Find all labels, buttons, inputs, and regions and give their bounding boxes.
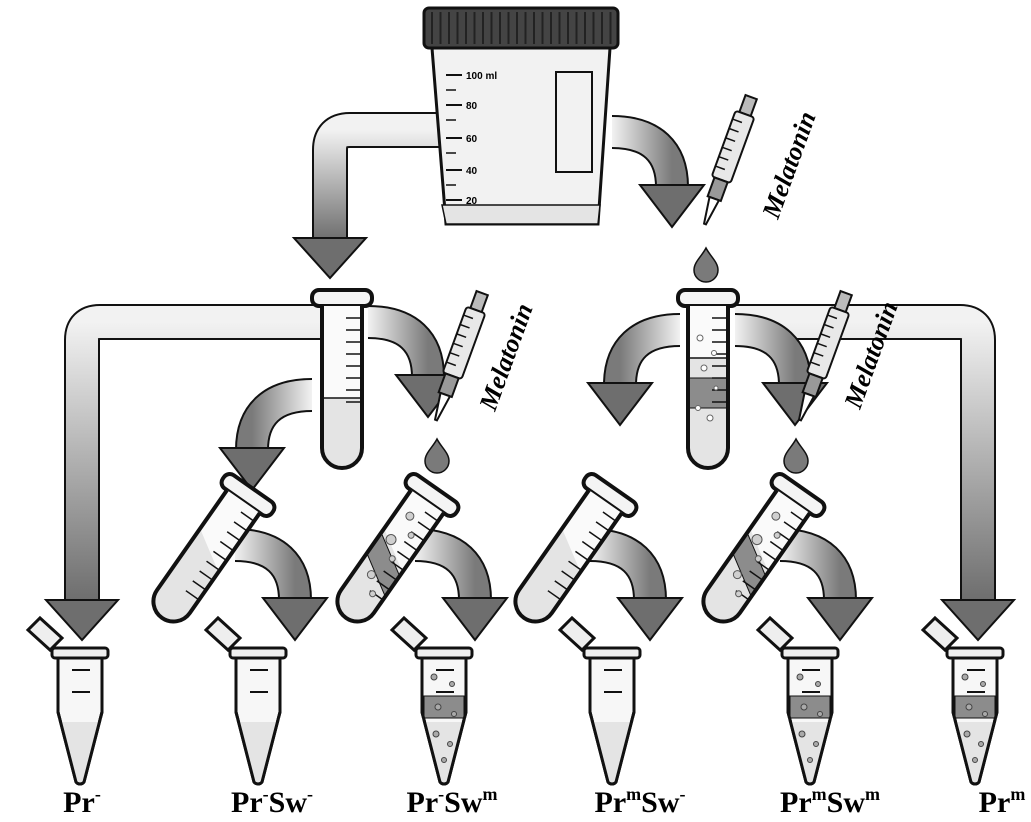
label-sup1: m (1010, 784, 1025, 804)
label-sup1: m (626, 784, 641, 804)
label-mid: Sw (641, 786, 680, 819)
label-sup2: m (865, 784, 880, 804)
eppendorf-pr-minus-sw-minus (203, 615, 288, 786)
arrow-to-control-tube (291, 112, 440, 280)
label-sup2: - (680, 784, 686, 804)
label-sup1: - (438, 784, 444, 804)
eppendorf-pr-m-sw-m (755, 615, 840, 786)
control-tube (310, 288, 374, 470)
tilted-tube-pr-minus-sw-minus (151, 471, 277, 624)
label-sup1: m (812, 784, 827, 804)
group-label-pr-m-sw-m: PrmSwm (780, 784, 880, 819)
container-liquid (441, 204, 601, 225)
eppendorf-pr-m-sw-minus (557, 615, 642, 786)
label-base: Pr (407, 786, 439, 819)
label-base: Pr (63, 786, 95, 819)
arrow-tube-to-epp-3 (414, 528, 510, 642)
eppendorf-pr-minus (25, 615, 110, 786)
group-label-pr-minus: Pr- (63, 784, 101, 819)
arrow-to-melatonin-drop (611, 115, 707, 229)
label-sup2: m (483, 784, 498, 804)
arrow-tube-to-epp-5 (779, 528, 875, 642)
arrow-right-tube-to-minus (585, 313, 681, 427)
label-mid: Sw (444, 786, 483, 819)
graduation-label: 80 (466, 101, 478, 112)
tilted-tube-pr-minus-sw-m (335, 471, 461, 624)
melatonin-drop-top (693, 246, 719, 283)
label-sup1: - (263, 784, 269, 804)
sample-container: 100 ml 80 60 40 20 (422, 6, 620, 226)
label-mid: Sw (827, 786, 866, 819)
arrow-to-pr-m (735, 304, 1017, 642)
label-base: Pr (979, 786, 1011, 819)
melatonin-drop-left (424, 437, 450, 474)
arrow-tube-to-epp-4 (589, 528, 685, 642)
label-mid: Sw (269, 786, 308, 819)
melatonin-tube (676, 288, 740, 470)
graduation-label: 100 ml (466, 71, 497, 82)
eppendorf-pr-m (920, 615, 1005, 786)
arrow-tube-to-epp-2 (234, 528, 330, 642)
container-lid (422, 6, 620, 50)
group-label-pr-minus-sw-minus: Pr-Sw- (231, 784, 313, 819)
arrow-left-tube-to-minus (217, 378, 313, 492)
group-label-pr-m: Prm (979, 784, 1026, 819)
arrow-to-pr-minus (43, 304, 320, 642)
melatonin-label-top: Melatonin (756, 108, 822, 223)
pipette-left (433, 289, 490, 422)
graduation-label: 40 (466, 166, 478, 177)
label-base: Pr (595, 786, 627, 819)
label-sup1: - (95, 784, 101, 804)
pipette-top (702, 93, 759, 226)
label-base: Pr (780, 786, 812, 819)
group-label-pr-minus-sw-m: Pr-Swm (407, 784, 498, 819)
label-sup2: - (307, 784, 313, 804)
label-base: Pr (231, 786, 263, 819)
eppendorf-pr-minus-sw-m (389, 615, 474, 786)
graduation-label: 20 (466, 196, 478, 207)
pipette-right (797, 289, 854, 422)
graduation-label: 60 (466, 134, 478, 145)
tilted-tube-pr-m-sw-m (701, 471, 827, 624)
group-label-pr-m-sw-minus: PrmSw- (595, 784, 686, 819)
melatonin-drop-right (783, 437, 809, 474)
container-label-area (555, 71, 593, 173)
tilted-tube-pr-m-sw-minus (513, 471, 639, 624)
